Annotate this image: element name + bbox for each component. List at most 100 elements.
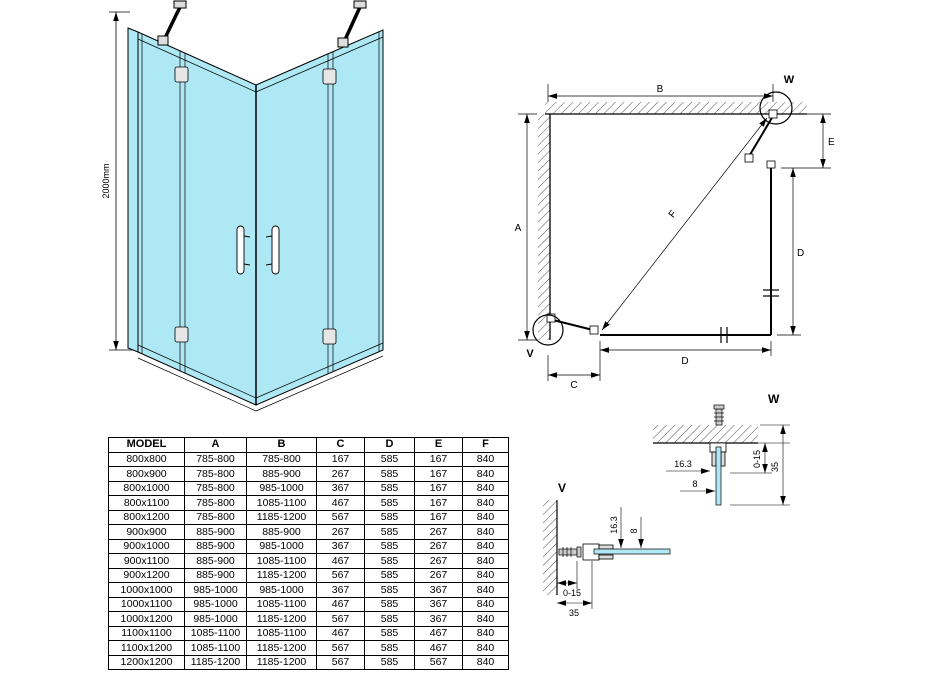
- value-cell: 840: [462, 553, 509, 569]
- detail-v-adjust: 0-15: [563, 588, 581, 598]
- value-cell: 885-900: [184, 567, 247, 583]
- value-cell: 840: [462, 625, 509, 641]
- value-cell: 367: [414, 582, 463, 598]
- value-cell: 785-800: [246, 451, 317, 467]
- plan-walls: [538, 102, 807, 340]
- model-cell: 1000x1200: [108, 611, 185, 627]
- wall-profile: [709, 442, 727, 506]
- value-cell: 467: [316, 625, 365, 641]
- wall-bracket-icon: [546, 313, 556, 323]
- value-cell: 840: [462, 567, 509, 583]
- value-cell: 585: [364, 451, 415, 467]
- value-cell: 985-1000: [246, 480, 317, 496]
- plan-dim-e: E: [828, 137, 835, 148]
- detail-v-offset: 16.3: [609, 516, 619, 534]
- value-cell: 267: [414, 538, 463, 554]
- table-header-f: F: [462, 437, 509, 453]
- handle-icon: [236, 225, 245, 275]
- model-cell: 1000x1100: [108, 596, 185, 612]
- value-cell: 267: [316, 524, 365, 540]
- value-cell: 840: [462, 582, 509, 598]
- wall-profile: [582, 543, 671, 561]
- plan-detail-w-label: W: [784, 74, 795, 86]
- model-cell: 1200x1200: [108, 654, 185, 670]
- value-cell: 840: [462, 611, 509, 627]
- wall-mount-rods: [157, 0, 367, 48]
- value-cell: 585: [364, 582, 415, 598]
- detail-views: W: [543, 392, 790, 618]
- value-cell: 1085-1100: [246, 495, 317, 511]
- detail-marker-w: [759, 91, 793, 125]
- model-cell: 800x1100: [108, 495, 185, 511]
- shower-glass-panels: [127, 27, 384, 406]
- value-cell: 585: [364, 567, 415, 583]
- value-cell: 167: [414, 480, 463, 496]
- table-header-a: A: [184, 437, 247, 453]
- handle-icon: [271, 225, 280, 275]
- table-header-d: D: [364, 437, 415, 453]
- plan-hinges: [546, 109, 778, 335]
- table-header-c: C: [316, 437, 365, 453]
- wall-bracket-icon: [768, 109, 778, 119]
- value-cell: 1185-1200: [246, 509, 317, 525]
- value-cell: 267: [414, 524, 463, 540]
- model-cell: 900x1000: [108, 538, 185, 554]
- model-cell: 800x900: [108, 466, 185, 482]
- value-cell: 267: [316, 466, 365, 482]
- value-cell: 585: [364, 509, 415, 525]
- screw-icon: [558, 546, 582, 558]
- model-cell: 1100x1100: [108, 625, 185, 641]
- hinge-icon: [744, 153, 754, 163]
- value-cell: 467: [414, 625, 463, 641]
- value-cell: 585: [364, 538, 415, 554]
- model-cell: 800x800: [108, 451, 185, 467]
- value-cell: 785-800: [184, 480, 247, 496]
- model-cell: 1000x1000: [108, 582, 185, 598]
- model-cell: 900x1200: [108, 567, 185, 583]
- plan-dim-c: C: [570, 380, 577, 391]
- detail-v-dims: [557, 507, 644, 609]
- height-dimension: [109, 11, 136, 351]
- hinge-icon: [589, 325, 599, 335]
- value-cell: 985-1000: [246, 538, 317, 554]
- value-cell: 1085-1100: [184, 640, 247, 656]
- value-cell: 840: [462, 495, 509, 511]
- value-cell: 885-900: [246, 524, 317, 540]
- value-cell: 467: [316, 596, 365, 612]
- value-cell: 585: [364, 654, 415, 670]
- value-cell: 585: [364, 553, 415, 569]
- detail-w-dims: [666, 424, 790, 506]
- value-cell: 467: [316, 495, 365, 511]
- value-cell: 367: [414, 611, 463, 627]
- value-cell: 567: [316, 509, 365, 525]
- value-cell: 267: [414, 567, 463, 583]
- door-handles: [236, 225, 280, 275]
- plan-glass: [552, 115, 774, 336]
- table-header-e: E: [414, 437, 463, 453]
- plan-dim-f: F: [667, 209, 679, 221]
- hinge-icon: [322, 68, 337, 85]
- value-cell: 467: [316, 553, 365, 569]
- value-cell: 567: [316, 611, 365, 627]
- value-cell: 1185-1200: [184, 654, 247, 670]
- value-cell: 840: [462, 451, 509, 467]
- value-cell: 367: [316, 582, 365, 598]
- value-cell: 267: [414, 553, 463, 569]
- value-cell: 1085-1100: [246, 625, 317, 641]
- value-cell: 840: [462, 466, 509, 482]
- value-cell: 585: [364, 524, 415, 540]
- plan-dim-d-right: D: [797, 248, 804, 259]
- value-cell: 840: [462, 524, 509, 540]
